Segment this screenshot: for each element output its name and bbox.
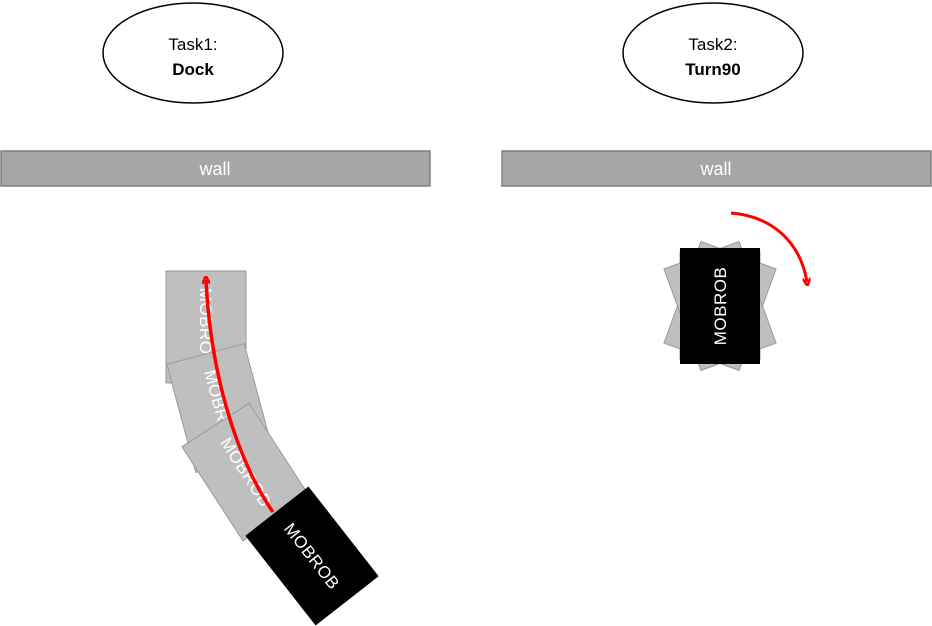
task1-node: Task1: Dock xyxy=(102,2,284,104)
task1-name: Dock xyxy=(172,60,214,79)
task2-label: Task2: xyxy=(688,35,737,54)
task1-label: Task1: xyxy=(168,35,217,54)
wall-left-label: wall xyxy=(198,159,230,179)
wall-right: wall xyxy=(501,150,932,187)
rotation-arrow xyxy=(730,211,807,282)
robot-ghost-1-label: MOBROB xyxy=(196,288,215,367)
docking-path-arrow xyxy=(206,280,275,514)
robot-task2: MOBROB xyxy=(680,248,760,364)
task2-node: Task2: Turn90 xyxy=(622,2,804,104)
robot-task1: MOBROB xyxy=(245,486,379,626)
wall-right-label: wall xyxy=(699,159,731,179)
task2-name: Turn90 xyxy=(685,60,740,79)
wall-left: wall xyxy=(0,150,431,187)
robot-task2-label: MOBROB xyxy=(711,267,730,346)
